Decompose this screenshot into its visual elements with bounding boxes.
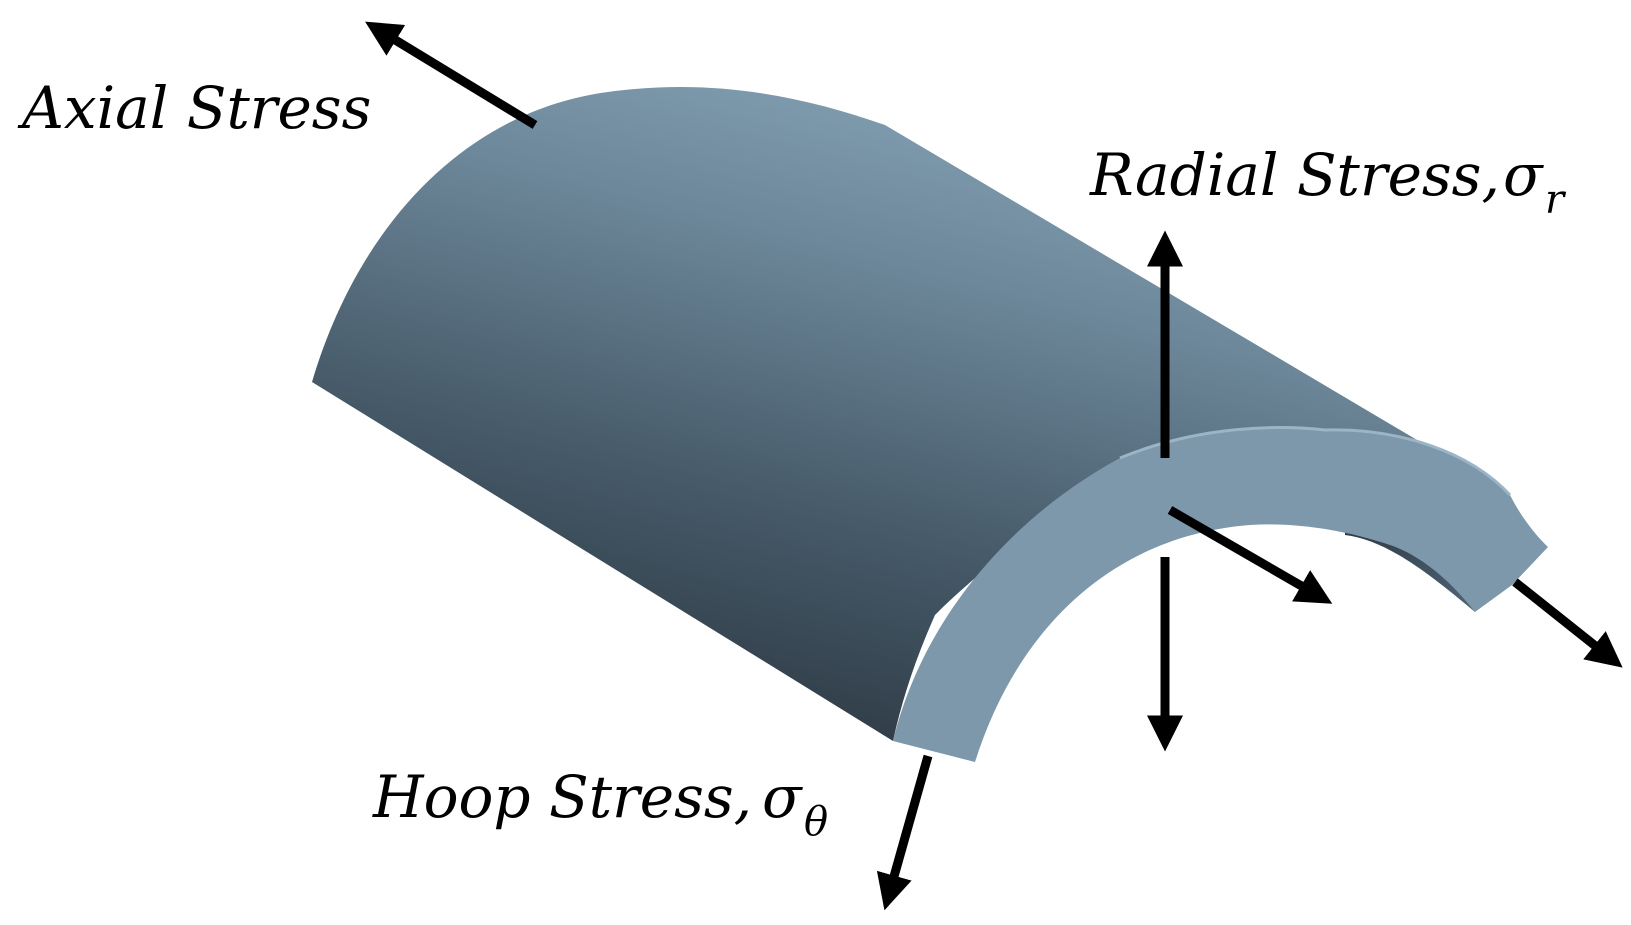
hoop-arrow-right: [1512, 578, 1623, 668]
outer-shell-surface: [312, 87, 1510, 741]
cross-section-face: [893, 427, 1548, 762]
axial-arrow-front: [1167, 506, 1333, 604]
hoop-sigma-symbol: σ: [762, 763, 803, 831]
radial-sigma-subscript: r: [1545, 177, 1567, 223]
shell-edge-highlight: [1119, 426, 1512, 497]
inner-surface-far: [1345, 525, 1488, 612]
axial-stress-label: Axial Stress: [17, 74, 371, 142]
radial-sigma-symbol: σ: [1503, 141, 1544, 209]
radial-stress-label: Radial Stress,: [1089, 141, 1500, 209]
axial-arrow-back: [365, 21, 538, 129]
hoop-stress-label: Hoop Stress,: [372, 763, 752, 831]
hoop-sigma-subscript: θ: [804, 799, 828, 845]
hoop-arrow-left: [876, 754, 933, 911]
